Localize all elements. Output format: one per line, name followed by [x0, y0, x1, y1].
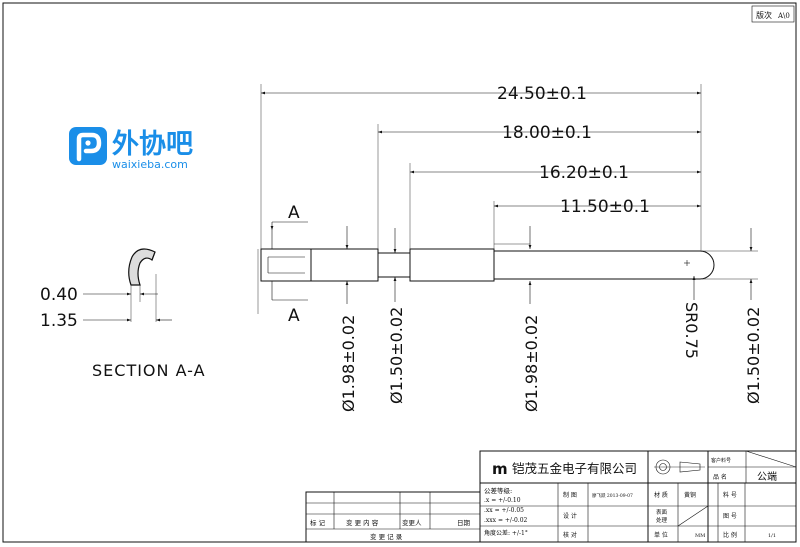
drawing-number-label: 图 号 — [723, 513, 737, 520]
revision-value: A\0 — [777, 12, 790, 20]
revision-label: 版次 — [756, 10, 772, 20]
diameter-dimensions: Ø1.98±0.02 Ø1.50±0.02 Ø1.98±0.02 SR0.75 … — [339, 226, 763, 412]
product-name-label: 品 名 — [713, 473, 727, 481]
section-mark-bottom: A — [288, 306, 300, 326]
design-label: 设 计 — [563, 512, 577, 520]
check-label: 核 对 — [563, 531, 577, 539]
company-name: 铠茂五金电子有限公司 — [512, 461, 637, 476]
pin-part — [257, 248, 715, 314]
section-dim-width: 1.35 — [40, 311, 78, 331]
length-dimensions: 24.50±0.1 18.00±0.1 16.20±0.1 11.50±0.1 — [260, 84, 702, 251]
dim-length-11: 11.50±0.1 — [560, 197, 650, 217]
rev-date-label: 日期 — [457, 519, 471, 527]
company-mark-icon: m — [492, 460, 508, 478]
unit-value: MM — [695, 533, 705, 539]
rev-mark-label: 标 记 — [310, 518, 326, 527]
material-value: 黄铜 — [684, 491, 696, 499]
dim-dia-neck: Ø1.50±0.02 — [387, 307, 406, 404]
tolerance-angle: 角度公差: +/-1° — [484, 529, 528, 537]
dim-length-16: 16.20±0.1 — [539, 163, 629, 183]
section-cut-marks: A A — [270, 203, 308, 326]
dim-dia-tail: Ø1.98±0.02 — [339, 315, 358, 412]
title-block: m 铠茂五金电子有限公司 客户料号 品 名 公端 公差等级: .x = +/-0… — [479, 450, 797, 543]
unit-label: 单 位 — [654, 531, 668, 539]
dim-overall-length: 24.50±0.1 — [497, 84, 587, 104]
dim-dia-body: Ø1.98±0.02 — [522, 315, 541, 412]
scale-label: 比 例 — [723, 531, 737, 539]
tolerance-x: .x = +/-0.10 — [484, 497, 521, 504]
drawn-value: 廖飞跃 2013-09-07 — [592, 492, 633, 499]
tolerance-xx: .xx = +/-0.05 — [484, 507, 524, 514]
scale-value: 1/1 — [768, 533, 776, 539]
tolerance-xxx: .xxx = +/-0.02 — [484, 517, 528, 524]
drawn-label: 制 图 — [563, 491, 577, 499]
section-title: SECTION A-A — [92, 361, 206, 380]
surface-label-2: 处理 — [656, 516, 668, 524]
rev-person-label: 变更人 — [402, 518, 422, 527]
logo-badge-icon — [69, 127, 107, 165]
rev-record-label: 变 更 记 录 — [370, 532, 403, 541]
revision-box: 版次 A\0 — [751, 5, 795, 23]
material-label: 材 质 — [654, 491, 668, 499]
part-number-label: 料 号 — [723, 491, 737, 499]
rev-content-label: 变 更 内 容 — [346, 518, 379, 527]
dim-length-18: 18.00±0.1 — [502, 123, 592, 143]
product-name: 公端 — [757, 470, 777, 483]
logo-brand: 外协吧 — [112, 129, 193, 160]
tolerance-title: 公差等级: — [484, 486, 512, 495]
waixieba-logo: 外协吧 waixieba.com — [69, 127, 193, 171]
projection-symbol-icon — [654, 459, 705, 475]
customer-part-label: 客户料号 — [711, 457, 731, 464]
logo-url: waixieba.com — [112, 158, 188, 171]
section-view: 0.40 1.35 SECTION A-A — [40, 248, 206, 380]
surface-label: 表面 — [656, 508, 668, 516]
dim-dia-tip: Ø1.50±0.02 — [744, 307, 763, 404]
revision-record-block: 标 记 变 更 内 容 变更人 日期 变 更 记 录 — [305, 491, 481, 543]
section-mark-top: A — [288, 203, 300, 223]
dim-sphere-radius: SR0.75 — [682, 302, 701, 359]
section-dim-thickness: 0.40 — [40, 285, 78, 305]
